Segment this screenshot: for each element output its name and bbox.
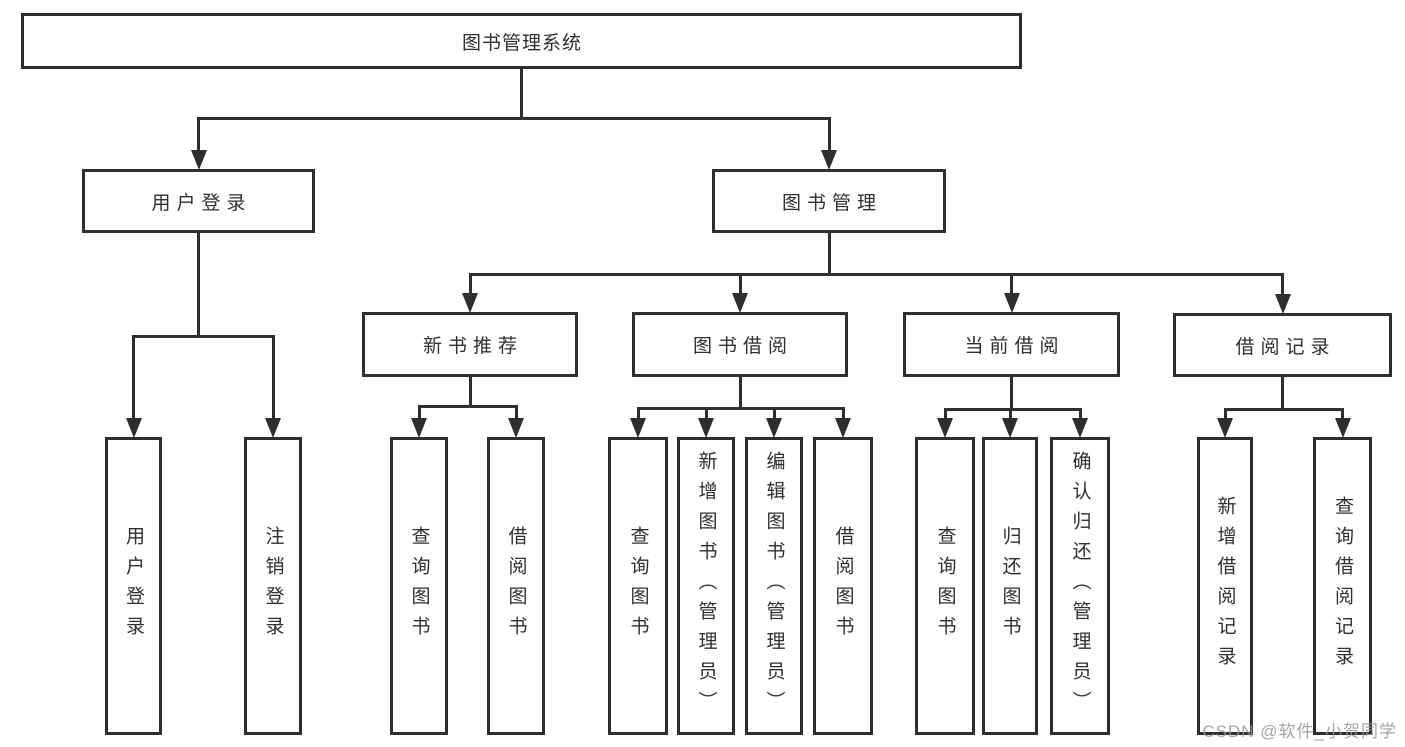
- node-borrow-records: 借阅记录: [1173, 313, 1392, 377]
- node-label: 确认归还（管理员）: [1069, 451, 1091, 721]
- node-user-login: 用户登录: [82, 169, 315, 233]
- node-book-borrow: 图书借阅: [632, 312, 848, 377]
- connector-line: [132, 335, 275, 338]
- arrow-down-icon: [821, 150, 837, 170]
- node-bb-query: 查询图书: [608, 437, 668, 735]
- connector-line: [738, 377, 742, 410]
- arrow-down-icon: [265, 418, 281, 438]
- connector-line: [468, 377, 472, 408]
- node-label: 归还图书: [999, 526, 1021, 646]
- node-book-mgmt: 图书管理: [712, 169, 946, 233]
- connector-line: [1010, 377, 1013, 411]
- connector-line: [1281, 377, 1284, 411]
- connector-line: [417, 405, 421, 421]
- node-label: 新增借阅记录: [1214, 496, 1236, 676]
- arrow-down-icon: [766, 418, 782, 438]
- arrow-down-icon: [1003, 293, 1020, 313]
- node-ul-login: 用户登录: [105, 437, 162, 735]
- arrow-down-icon: [630, 418, 646, 438]
- arrow-down-icon: [1274, 294, 1291, 314]
- node-label: 新增图书（管理员）: [695, 451, 717, 721]
- arrow-down-icon: [1217, 418, 1233, 438]
- arrow-down-icon: [508, 418, 524, 438]
- connector-line: [704, 407, 708, 421]
- connector-line: [1223, 408, 1227, 421]
- node-label: 新书推荐: [422, 336, 523, 357]
- arrow-down-icon: [190, 150, 207, 170]
- connector-line: [468, 273, 1284, 276]
- node-label: 借阅记录: [1235, 336, 1336, 358]
- connector-line: [520, 69, 523, 120]
- node-label: 查询图书: [627, 526, 649, 646]
- arrow-down-icon: [698, 418, 714, 438]
- connector-line: [197, 117, 831, 120]
- connector-line: [943, 408, 1082, 411]
- node-bb-edit: 编辑图书（管理员）: [745, 437, 803, 735]
- node-bb-add: 新增图书（管理员）: [677, 437, 735, 735]
- connector-line: [271, 335, 275, 421]
- arrow-down-icon: [462, 293, 478, 313]
- arrow-down-icon: [937, 418, 953, 438]
- node-bb-borrow: 借阅图书: [813, 437, 873, 735]
- node-label: 当前借阅: [964, 336, 1065, 357]
- connector-line: [417, 405, 518, 408]
- connector-line: [1281, 273, 1284, 297]
- node-root: 图书管理系统: [21, 13, 1022, 69]
- connector-line: [1010, 273, 1013, 296]
- node-label: 图书管理: [781, 192, 882, 214]
- connector-line: [1341, 408, 1344, 421]
- node-label: 查询图书: [934, 526, 956, 646]
- node-cb-query: 查询图书: [915, 437, 975, 735]
- node-label: 查询借阅记录: [1332, 496, 1353, 676]
- connector-line: [197, 233, 200, 338]
- connector-line: [772, 407, 776, 421]
- node-br-add: 新增借阅记录: [1197, 437, 1253, 735]
- node-label: 注销登录: [262, 526, 284, 646]
- arrow-down-icon: [1072, 418, 1088, 438]
- node-label: 图书借阅: [692, 336, 793, 357]
- node-label: 查询图书: [408, 526, 430, 646]
- connector-line: [827, 117, 831, 153]
- node-label: 借阅图书: [505, 526, 527, 646]
- arrow-down-icon: [1002, 418, 1018, 438]
- arrow-down-icon: [125, 418, 142, 438]
- node-nbr-query: 查询图书: [390, 437, 448, 735]
- arrow-down-icon: [411, 418, 427, 438]
- arrow-down-icon: [732, 293, 748, 313]
- connector-line: [943, 408, 947, 421]
- node-current-borrow: 当前借阅: [903, 312, 1120, 377]
- node-label: 借阅图书: [832, 526, 854, 646]
- connector-line: [1078, 408, 1082, 421]
- connector-line: [827, 233, 831, 276]
- connector-line: [514, 405, 518, 421]
- connector-line: [197, 117, 200, 153]
- connector-line: [636, 407, 845, 410]
- csdn-watermark: CSDN @软件_小贺同学: [1202, 722, 1397, 741]
- node-new-book-rec: 新书推荐: [362, 312, 578, 377]
- node-label: 图书管理系统: [461, 32, 582, 54]
- connector-line: [738, 273, 742, 296]
- node-cb-return: 归还图书: [982, 437, 1038, 735]
- node-label: 用户登录: [151, 192, 252, 214]
- node-label: 用户登录: [123, 526, 144, 646]
- connector-line: [1223, 408, 1344, 411]
- connector-line: [636, 407, 640, 421]
- connector-line: [132, 335, 135, 421]
- node-nbr-borrow: 借阅图书: [487, 437, 545, 735]
- connector-line: [841, 407, 845, 421]
- node-label: 编辑图书（管理员）: [763, 451, 785, 721]
- arrow-down-icon: [1334, 418, 1351, 438]
- node-ul-logout: 注销登录: [244, 437, 302, 735]
- node-br-query: 查询借阅记录: [1313, 437, 1372, 735]
- connector-line: [1008, 408, 1012, 421]
- node-cb-confirm: 确认归还（管理员）: [1050, 437, 1110, 735]
- connector-line: [468, 273, 472, 296]
- arrow-down-icon: [835, 418, 851, 438]
